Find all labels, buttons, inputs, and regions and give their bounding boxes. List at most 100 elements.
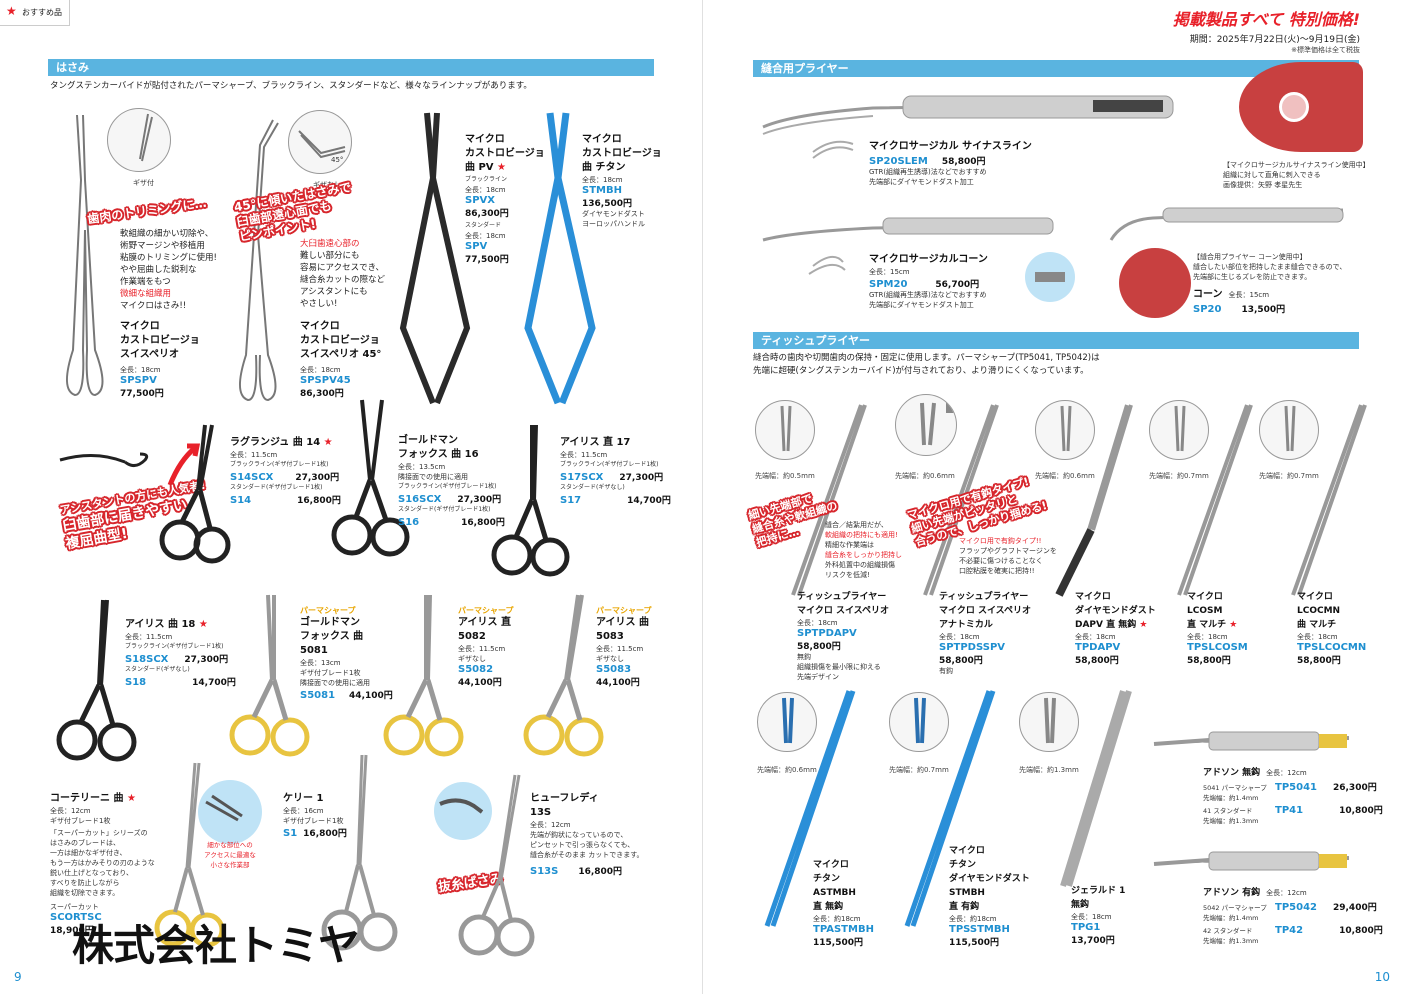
line-label: ブラックライン <box>465 176 508 183</box>
star-icon: ★ <box>1229 620 1238 630</box>
product-name: マイクロ <box>1075 592 1111 602</box>
spspv45-desc-line: 容易にアクセスでき、 <box>300 263 384 273</box>
product-name: ダイヤモンドダスト <box>949 874 1030 884</box>
product-price: 44,100円 <box>349 691 393 701</box>
product-name: LCOSM <box>1187 606 1223 616</box>
spspv45-desc-line: 縫合糸カットの際など <box>300 275 386 285</box>
product-name: LCOCMN <box>1297 606 1341 616</box>
s5083-product: パーマシャープ アイリス 曲 5083 全長：11.5cm ギザなし S5083… <box>596 606 652 688</box>
product-name: ティッシュプライヤー <box>797 592 887 602</box>
product-name: ダイヤモンドダスト <box>1075 606 1156 616</box>
product-name: マイクロ <box>300 321 340 332</box>
s18-product: アイリス 曲 18 ★ 全長：11.5cm ブラックライン(ギザ付ブレード1枚)… <box>125 618 236 688</box>
product-name: マイクロ <box>582 134 622 145</box>
sstmbh-product: マイクロ チタン ダイヤモンドダスト STMBH 直 有鈎 全長：約18cm T… <box>949 844 1030 948</box>
s17-scissors-image <box>491 424 570 577</box>
suture-photo <box>59 452 149 467</box>
product-name: マイクロ <box>465 134 505 145</box>
product-desc: GTR(組織再生誘導)法などでおすすめ <box>869 291 987 299</box>
permasharp-tag: パーマシャープ <box>596 606 652 615</box>
product-name: ゴールドマン <box>398 435 458 446</box>
spv-product: マイクロ カストロビージョ 曲 PV ★ ブラックライン 全長：18cm SPV… <box>465 133 545 265</box>
caption-line: 画像提供：矢野 孝星先生 <box>1223 181 1303 189</box>
product-name: マイクロ スイスペリオ <box>797 606 890 616</box>
sale-title: 掲載製品すべて 特別価格! <box>1172 10 1360 29</box>
star-icon: ★ <box>497 162 507 173</box>
product-code: S5082 <box>458 664 494 675</box>
product-name: DAPV 直 無鈎 ★ <box>1075 618 1156 632</box>
product-code: S1 <box>283 828 298 839</box>
product-price: 58,800円 <box>1187 656 1231 666</box>
product-code: SPSPV45 <box>300 375 351 386</box>
tip-width-label: 先端幅：約0.5mm <box>755 472 815 480</box>
line-label: 5042 パーマシャープ <box>1203 904 1267 912</box>
s5082-product: パーマシャープ アイリス 直 5082 全長：11.5cm ギザなし S5082… <box>458 606 514 688</box>
tip-bubble <box>1035 400 1095 460</box>
desc-line: はさみのブレードは、 <box>50 839 120 847</box>
line-label: ブラックライン(ギザ付ブレード1枚) <box>125 643 224 650</box>
stmbh-product: マイクロ カストロビージョ 曲 チタン 全長：18cm STMBH 136,50… <box>582 133 662 229</box>
s5081-scissors-image <box>229 594 310 757</box>
s14-scissors-image <box>159 424 231 564</box>
scortsc-product: コーテリーニ 曲 ★ 全長：12cm ギザ付ブレード1枚 「スーパーカット」シリ… <box>50 792 155 936</box>
product-code: TPG1 <box>1071 922 1101 933</box>
desc-line: 鋭い仕上げとなっており、 <box>50 869 133 877</box>
product-name: コーン <box>1193 289 1223 300</box>
product-length: 全長：18cm <box>1075 633 1116 641</box>
product-name: マイクロ <box>813 860 849 870</box>
product-length: 全長：18cm <box>939 633 980 641</box>
product-code: S17SCX <box>560 472 604 483</box>
s13s-scissors-image <box>458 774 535 957</box>
product-price: 86,300円 <box>300 389 344 399</box>
product-name-text: アイリス 曲 18 <box>125 619 196 630</box>
spspv45-tip-bubble: 45° <box>288 110 352 174</box>
s17-product: アイリス 直 17 全長：11.5cm ブラックライン(ギザ付ブレード1枚) S… <box>560 436 671 506</box>
product-desc: ヨーロッパハンドル <box>582 220 645 228</box>
product-length: 全長：18cm <box>1297 633 1338 641</box>
tip-width-label: 先端幅：約0.6mm <box>1035 472 1095 480</box>
product-name: ジェラルド 1 <box>1071 886 1126 896</box>
product-name: マイクロ スイスペリオ <box>939 606 1032 616</box>
product-price: 14,700円 <box>192 678 236 688</box>
line-label: スタンダード <box>465 222 502 229</box>
tip-width-label: 先端幅：約0.6mm <box>895 472 955 480</box>
spspv-desc-line: 作業端をもつ <box>120 277 171 287</box>
product-code: SPV <box>465 241 488 252</box>
surgery-photo-2 <box>1119 248 1191 318</box>
product-price: 27,300円 <box>619 473 664 483</box>
product-desc: 先端部にダイヤモンドダスト加工 <box>869 178 974 186</box>
tip-bubble <box>755 400 815 460</box>
desc-line: マイクロ用で有鈎タイプ!! <box>959 537 1042 545</box>
sale-header: 掲載製品すべて 特別価格! 期間：2025年7月22日(火)～9月19日(金) … <box>1173 6 1360 55</box>
product-price: 27,300円 <box>457 495 502 505</box>
page-number: 9 <box>14 970 22 984</box>
sptpdapv-forceps-image <box>791 404 867 596</box>
s16-product: ゴールドマン フォックス 曲 16 全長：13.5cm 隣接面での使用に適用 ブ… <box>398 434 505 528</box>
desc-line: 「スーパーカット」シリーズの <box>50 829 148 837</box>
product-price: 14,700円 <box>627 496 671 506</box>
product-length: 全長：18cm <box>465 232 506 240</box>
tissue-intro-2: 先端に超硬(タングステンカーバイド)が付与されており、より滑りにくくなっています… <box>753 366 1089 376</box>
tip-width-label: 先端幅：約0.6mm <box>757 766 817 774</box>
sptpdsspv-forceps-image <box>923 404 999 596</box>
product-code: SP20SLEM <box>869 156 928 167</box>
access-bubble <box>198 780 262 844</box>
product-length: 全長：18cm <box>1187 633 1228 641</box>
product-name-text: ラグランジュ 曲 14 <box>230 437 321 448</box>
photo1-caption: 【マイクロサージカルサイナスライン使用中】 組織に対して直角に刺入できる 画像提… <box>1223 160 1370 190</box>
product-name: マイクロ <box>1297 592 1333 602</box>
suture-pliers-section-title: 縫合用プライヤー <box>761 62 849 75</box>
desc-b: マイクロ用で有鈎タイプ!! フラップやグラフトマージンを 不必要に傷つけることな… <box>959 536 1057 576</box>
line-label: ブラックライン(ギザ付ブレード1枚) <box>398 483 497 490</box>
desc-line: 組織を切除できます。 <box>50 889 120 897</box>
line-label: スタンダード(ギザ付ブレード1枚) <box>398 506 491 513</box>
tpg1-product: ジェラルド 1 無鈎 全長：18cm TPG1 13,700円 <box>1071 884 1125 946</box>
product-name: スイスペリオ 45° <box>300 349 382 360</box>
product-price: 16,800円 <box>461 518 505 528</box>
tip-width-label: 先端幅：約1.3mm <box>1019 766 1079 774</box>
product-name: アイリス 曲 18 ★ <box>125 618 236 632</box>
